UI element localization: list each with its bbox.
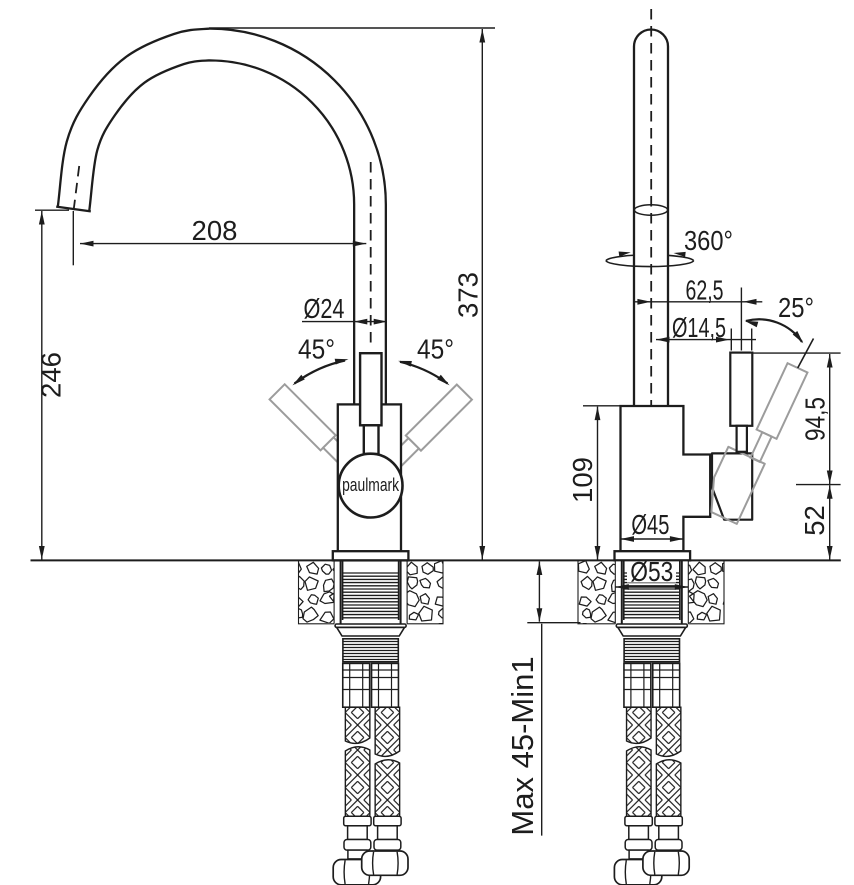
svg-text:Max 45-Min1: Max 45-Min1: [505, 656, 540, 835]
svg-text:109: 109: [567, 457, 598, 503]
svg-text:Ø53: Ø53: [630, 556, 673, 587]
svg-text:373: 373: [453, 272, 484, 318]
svg-text:246: 246: [36, 352, 67, 398]
svg-text:45°: 45°: [417, 334, 454, 365]
svg-text:360°: 360°: [684, 225, 733, 256]
svg-text:Ø24: Ø24: [304, 293, 345, 324]
svg-text:208: 208: [192, 215, 238, 246]
svg-text:25°: 25°: [778, 292, 814, 323]
svg-text:62,5: 62,5: [686, 275, 724, 306]
svg-text:Ø14,5: Ø14,5: [672, 312, 726, 343]
svg-text:52: 52: [799, 505, 830, 536]
svg-text:paulmark: paulmark: [342, 474, 400, 495]
svg-text:Ø45: Ø45: [631, 509, 669, 540]
svg-text:94,5: 94,5: [800, 397, 831, 441]
svg-text:45°: 45°: [298, 334, 335, 365]
